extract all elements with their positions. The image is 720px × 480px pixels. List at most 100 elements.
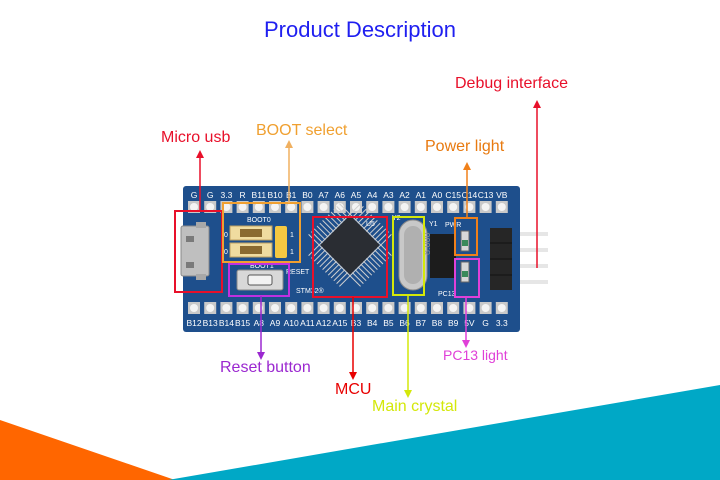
micro-usb-label: Micro usb: [161, 129, 231, 146]
bottom-pin-hole: [352, 304, 360, 312]
top-pin-hole: [271, 203, 279, 211]
top-pin-label: 3.3: [220, 190, 232, 200]
top-pin-label: R: [240, 190, 246, 200]
boot0-silkscreen: BOOT0: [247, 217, 271, 224]
jumper-0-label-a: 0: [224, 232, 228, 239]
bottom-pin-hole: [384, 304, 393, 312]
bottom-pin-label: B3: [351, 318, 362, 328]
crystal-marking: 8.000: [422, 232, 432, 255]
power-light-label: Power light: [425, 138, 505, 155]
top-pin-label: A3: [383, 190, 394, 200]
top-pin-label: C15: [445, 190, 461, 200]
top-pin-hole: [238, 203, 247, 211]
top-pin-hole: [190, 203, 198, 211]
bottom-pin-label: B8: [432, 318, 443, 328]
top-pin-hole: [416, 203, 425, 211]
bottom-pin-label: 5V: [464, 318, 475, 328]
top-pin-label: G: [207, 190, 214, 200]
bottom-pin-hole: [416, 304, 425, 312]
bottom-pin-hole: [287, 304, 296, 312]
top-pin-hole: [222, 203, 231, 211]
bottom-pin-label: A12: [316, 318, 331, 328]
top-pin-hole: [481, 203, 490, 211]
bottom-pin-label: B4: [367, 318, 378, 328]
top-pin-hole: [352, 203, 360, 211]
top-pin-hole: [384, 203, 393, 211]
top-pin-hole: [303, 203, 312, 211]
top-pin-label: C14: [462, 190, 478, 200]
bottom-pin-label: B15: [235, 318, 250, 328]
debug-interface-label: Debug interface: [455, 75, 568, 92]
boot-select-highlight: [222, 202, 301, 263]
boot-select-label: BOOT select: [256, 122, 348, 139]
top-pin-label: VB: [496, 190, 508, 200]
pc13-light-label: PC13 light: [443, 347, 508, 363]
top-pin-hole: [400, 203, 409, 211]
bottom-pin-hole: [481, 304, 490, 312]
top-pin-hole: [497, 203, 506, 211]
bottom-pin-hole: [368, 304, 377, 312]
top-pin-label: B1: [286, 190, 297, 200]
bottom-pin-label: A8: [254, 318, 265, 328]
top-pin-label: B0: [302, 190, 313, 200]
bottom-pin-hole: [465, 304, 474, 312]
top-pin-label: A2: [399, 190, 410, 200]
top-pin-label: A6: [335, 190, 346, 200]
bottom-pin-hole: [319, 304, 328, 312]
bottom-pin-hole: [497, 304, 506, 312]
bottom-pin-label: B6: [399, 318, 410, 328]
bottom-pin-hole: [303, 304, 312, 312]
top-pin-label: A7: [318, 190, 329, 200]
top-pin-hole: [254, 203, 263, 211]
pc13-silkscreen: PC13: [438, 291, 456, 298]
y2-silkscreen: Y2: [392, 215, 401, 222]
bottom-pin-label: B7: [416, 318, 427, 328]
jumper-1-label-b: 1: [290, 249, 294, 256]
bottom-pin-label: 3.3: [496, 318, 508, 328]
reset-button-label: Reset button: [220, 359, 311, 376]
top-pin-label: A1: [416, 190, 427, 200]
top-pin-hole: [449, 203, 458, 211]
top-pin-label: A4: [367, 190, 378, 200]
mcu-highlight: [312, 216, 388, 298]
leds: PWR PC13: [438, 222, 470, 298]
bottom-pin-label: B12: [186, 318, 201, 328]
reset-button-part: BOOT1 RESET STM32®: [236, 263, 325, 295]
bottom-pin-hole: [190, 304, 198, 312]
reset-button-highlight: [228, 263, 290, 297]
mcu-lead: [308, 234, 361, 287]
mcu-lead: [339, 234, 392, 287]
debug-header: [490, 228, 512, 290]
teal-corner-shape: [168, 385, 720, 480]
page-title: Product Description: [264, 17, 456, 42]
stm32-silkscreen: STM32®: [296, 287, 325, 295]
mcu-lead: [339, 203, 392, 256]
micro-usb-connector: [180, 222, 210, 280]
top-pin-hole: [368, 203, 377, 211]
bottom-pin-hole: [433, 304, 441, 312]
reset-silkscreen: RESET: [286, 269, 310, 276]
u5-silkscreen: U5: [366, 221, 375, 228]
bottom-pin-hole: [222, 304, 231, 312]
top-pin-label: G: [191, 190, 198, 200]
bottom-pin-label: A15: [332, 318, 347, 328]
top-pin-label: A0: [432, 190, 443, 200]
boot-jumpers: BOOT0 0 0 1 1: [224, 217, 294, 258]
bottom-pin-label: B5: [383, 318, 394, 328]
voltage-regulator: [430, 234, 456, 278]
bottom-pin-label: A10: [284, 318, 299, 328]
bottom-pin-label: A11: [300, 318, 315, 328]
bottom-pin-label: B13: [203, 318, 218, 328]
top-pin-hole: [335, 203, 344, 211]
debug-header-pins: [512, 232, 548, 284]
top-pin-label: B11: [252, 190, 267, 200]
top-pin-hole: [287, 203, 296, 211]
top-pin-hole: [206, 203, 215, 211]
bottom-pin-label: G: [482, 318, 489, 328]
bottom-pin-label: B9: [448, 318, 459, 328]
mcu-lead: [308, 203, 361, 256]
top-pin-hole: [433, 203, 441, 211]
